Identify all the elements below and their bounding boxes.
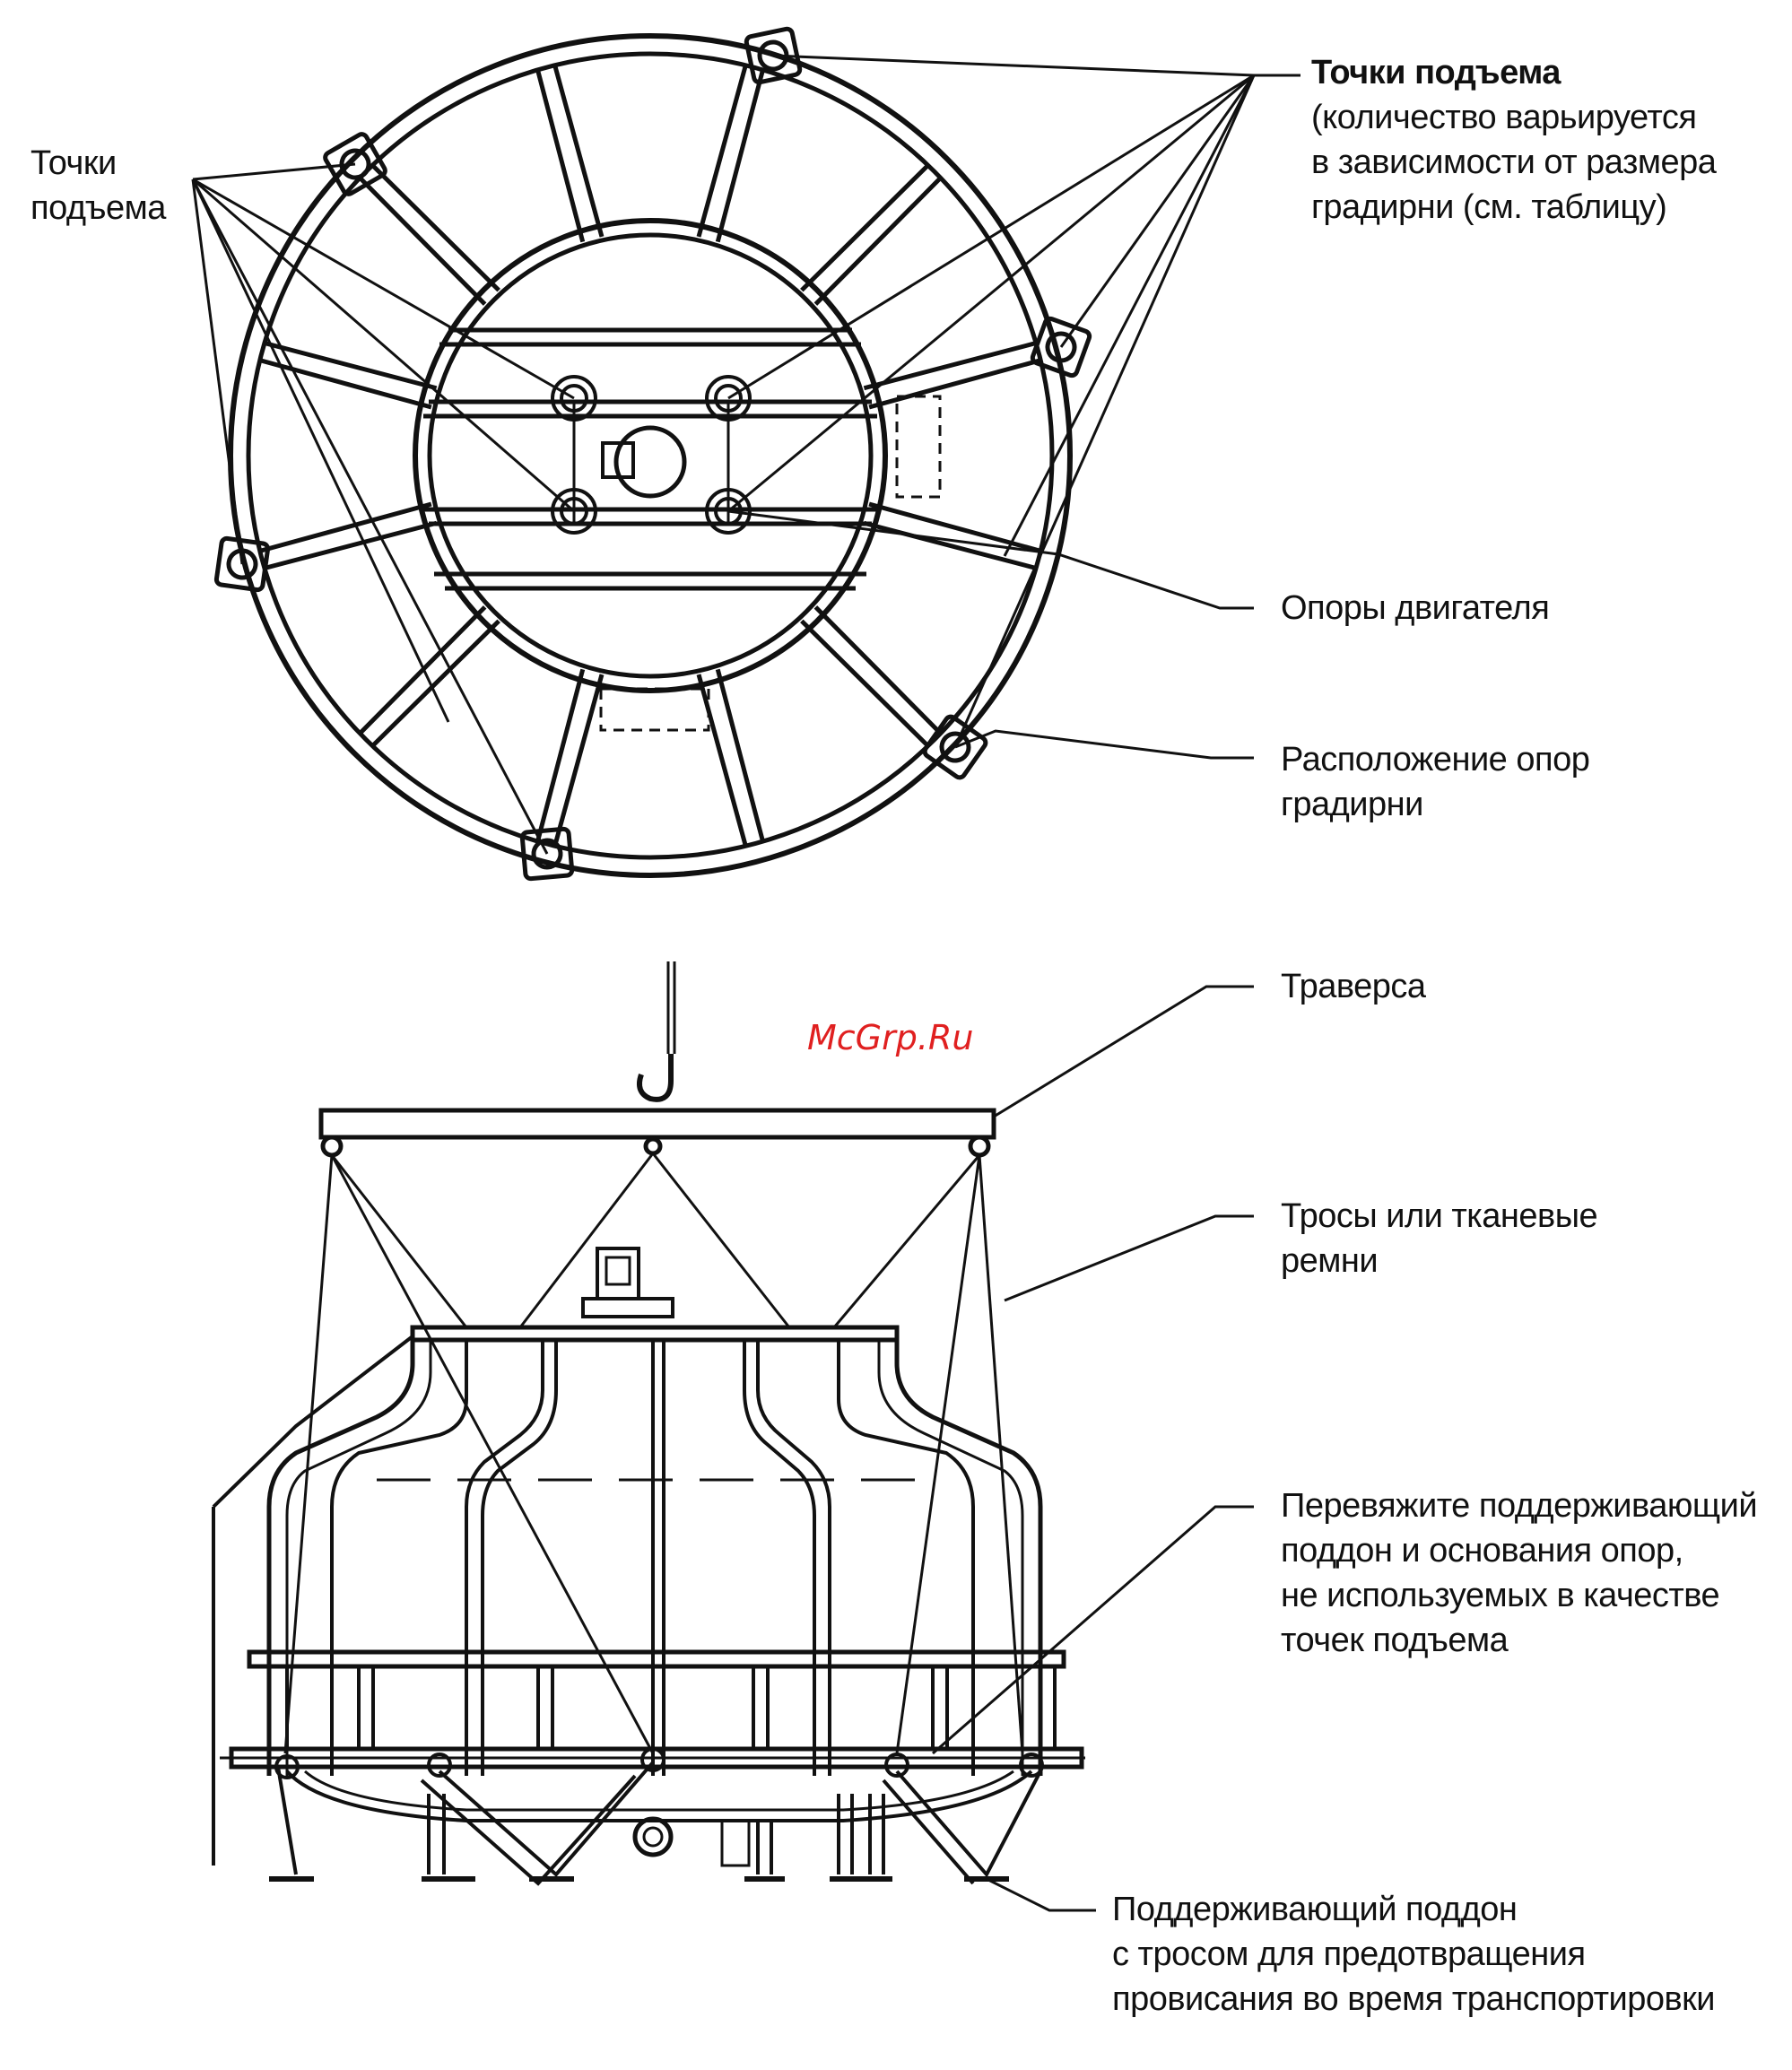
label-line: (количество варьируется [1311, 99, 1697, 136]
spoke-line [813, 605, 944, 736]
inner-ring-inner [427, 232, 874, 679]
lower-struts [267, 1666, 1057, 1749]
label-line: Точки [30, 144, 117, 182]
top-view-leaders [191, 54, 1301, 855]
label-ropes: Тросы или тканевые ремни [1281, 1194, 1598, 1283]
spoke-line [813, 175, 944, 306]
support-legs [269, 1761, 1042, 1886]
label-line: в зависимости от размера [1311, 144, 1717, 181]
side-view-leaders [932, 985, 1254, 1912]
dashed-support-bottom [599, 687, 710, 732]
spoke-line [262, 340, 438, 391]
drain-pipe [632, 1816, 674, 1857]
spoke-line [715, 67, 766, 243]
spoke-line [370, 162, 500, 292]
inner-beams [423, 327, 877, 591]
label-motor-supports: Опоры двигателя [1281, 586, 1550, 631]
spoke-line [800, 162, 931, 292]
spoke-line [370, 619, 500, 749]
label-tie-pallet: Перевяжите поддерживающий поддон и основ… [1281, 1483, 1758, 1663]
label-tower-supports: Расположение опор градирни [1281, 737, 1590, 827]
tower-shell [266, 1336, 415, 1776]
spoke-line [257, 357, 432, 410]
spoke-line [863, 520, 1039, 571]
spoke-line [552, 63, 605, 238]
label-line: Траверса [1281, 968, 1426, 1005]
spoke-line [262, 520, 438, 571]
spoke-line [696, 63, 749, 238]
radial-spokes [257, 63, 1043, 848]
label-line: Расположение опор [1281, 741, 1590, 778]
label-line: поддон и основания опор, [1281, 1532, 1683, 1570]
basin-lugs [274, 1747, 1044, 1779]
outer-ring-outer [228, 33, 1073, 878]
motor-shaft [613, 425, 687, 499]
top-view [191, 26, 1301, 882]
spoke-line [357, 605, 487, 736]
spoke-line [868, 357, 1043, 410]
spoke-line [715, 668, 766, 844]
label-line: градирни [1281, 786, 1423, 823]
label-line: точек подъема [1281, 1622, 1509, 1659]
label-line: Перевяжите поддерживающий [1281, 1487, 1758, 1525]
top-deck [410, 1325, 900, 1343]
label-line: не используемых в качестве [1281, 1577, 1720, 1614]
outer-ring-inner [246, 51, 1055, 860]
motor-box [601, 441, 635, 479]
label-line: с тросом для предотвращения [1112, 1935, 1586, 1973]
label-line: ремни [1281, 1242, 1379, 1280]
traverse-beam [318, 1108, 996, 1140]
label-line: Точки подъема [1311, 54, 1561, 91]
spoke-line [800, 619, 931, 749]
label-line: Поддерживающий поддон [1112, 1891, 1518, 1928]
label-line: Тросы или тканевые [1281, 1197, 1598, 1235]
dashed-support-right [895, 395, 942, 499]
label-traverse: Траверса [1281, 964, 1426, 1009]
label-support-pallet: Поддерживающий поддон с тросом для предо… [1112, 1887, 1716, 2022]
spoke-line [357, 175, 487, 306]
side-view [212, 961, 1254, 1912]
lifting-lugs [213, 26, 1092, 882]
spoke-line [535, 67, 586, 243]
middle-ring [247, 1649, 1066, 1669]
label-line: Опоры двигателя [1281, 589, 1550, 627]
spoke-line [535, 668, 586, 844]
motor-supports [551, 375, 752, 535]
spoke-line [868, 501, 1043, 554]
spoke-line [552, 674, 605, 848]
spoke-line [257, 501, 432, 554]
label-line: провисания во время транспортировки [1112, 1980, 1716, 2018]
spoke-line [863, 340, 1039, 391]
crane-hook [637, 961, 676, 1102]
label-lift-points-left: Точки подъема [30, 141, 166, 230]
motor [596, 1247, 640, 1300]
label-line: подъема [30, 189, 166, 227]
spoke-line [696, 674, 749, 848]
inner-ring-outer [413, 218, 888, 693]
label-lift-points-right: Точки подъема (количество варьируется в … [1311, 50, 1717, 230]
watermark: McGrp.Ru [807, 1018, 974, 1057]
label-line: градирни (см. таблицу) [1311, 188, 1667, 226]
